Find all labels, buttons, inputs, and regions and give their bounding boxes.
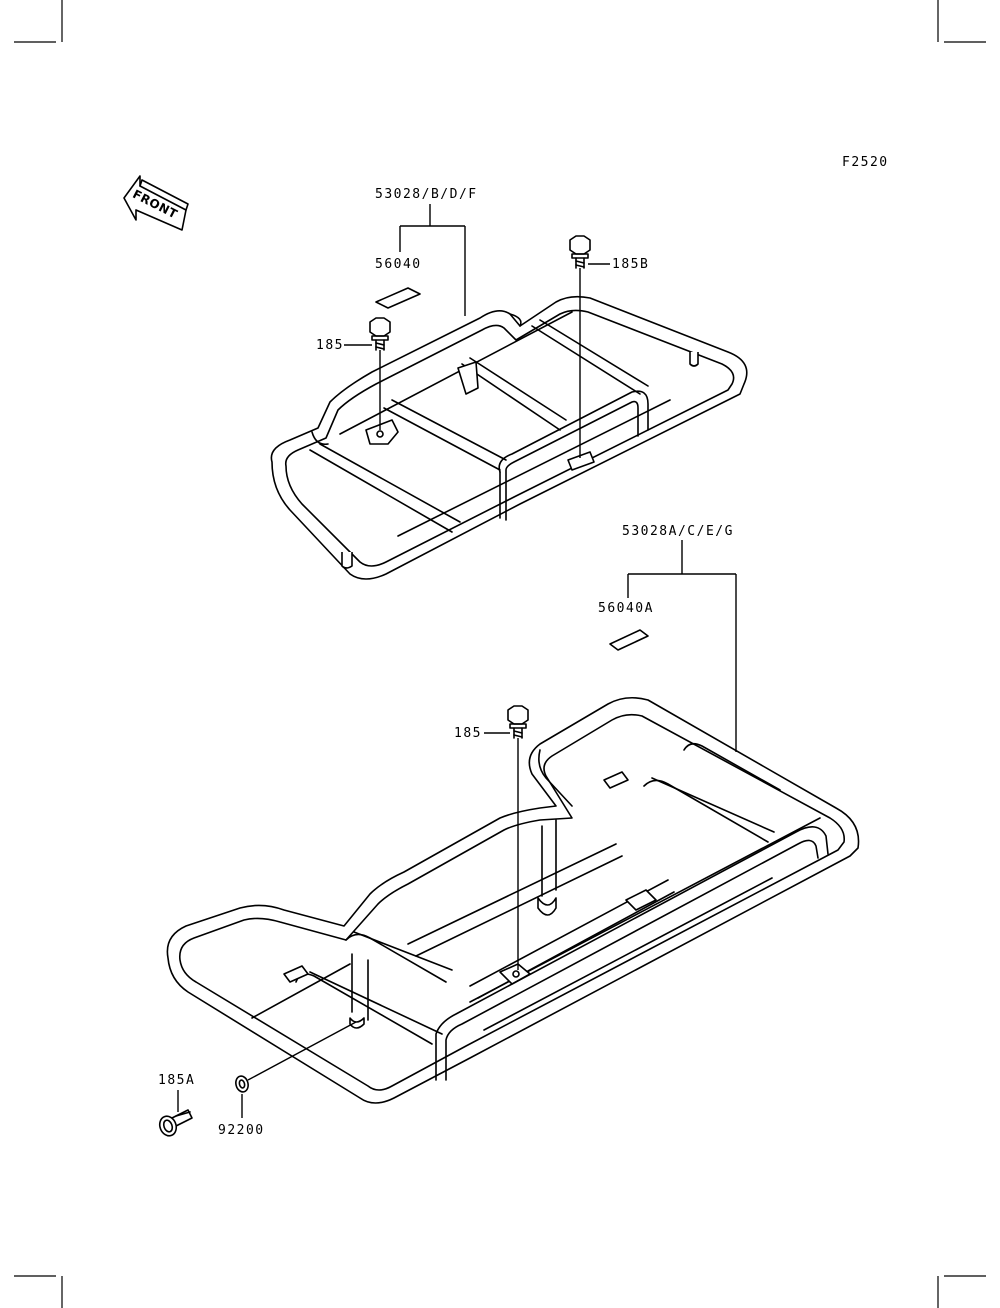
upper-bolt-185-icon bbox=[369, 317, 391, 351]
label-upper-carrier-set: 53028/B/D/F bbox=[375, 187, 478, 202]
label-upper-decal: 56040 bbox=[375, 257, 422, 272]
label-washer-92200: 92200 bbox=[218, 1123, 265, 1138]
label-upper-bolt-185: 185 bbox=[316, 338, 344, 353]
washer-92200-icon bbox=[235, 1075, 249, 1093]
lower-bolt-185-icon bbox=[507, 705, 529, 739]
label-lower-bolt-185: 185 bbox=[454, 726, 482, 741]
label-lower-carrier-set: 53028A/C/E/G bbox=[622, 524, 734, 539]
figure-code: F2520 bbox=[842, 155, 889, 170]
label-bolt-185a: 185A bbox=[158, 1073, 195, 1088]
bolt-185a-icon bbox=[158, 1109, 193, 1137]
label-bolt-185b: 185B bbox=[612, 257, 649, 272]
bolt-185b-icon bbox=[569, 235, 591, 269]
upper-decal-icon bbox=[375, 287, 421, 309]
lower-decal-icon bbox=[609, 629, 649, 651]
lower-carrier bbox=[166, 696, 860, 1104]
crop-marks bbox=[14, 0, 986, 1308]
front-arrow-icon: FRONT bbox=[123, 175, 189, 231]
label-lower-decal: 56040A bbox=[598, 601, 654, 616]
upper-carrier bbox=[270, 295, 748, 580]
